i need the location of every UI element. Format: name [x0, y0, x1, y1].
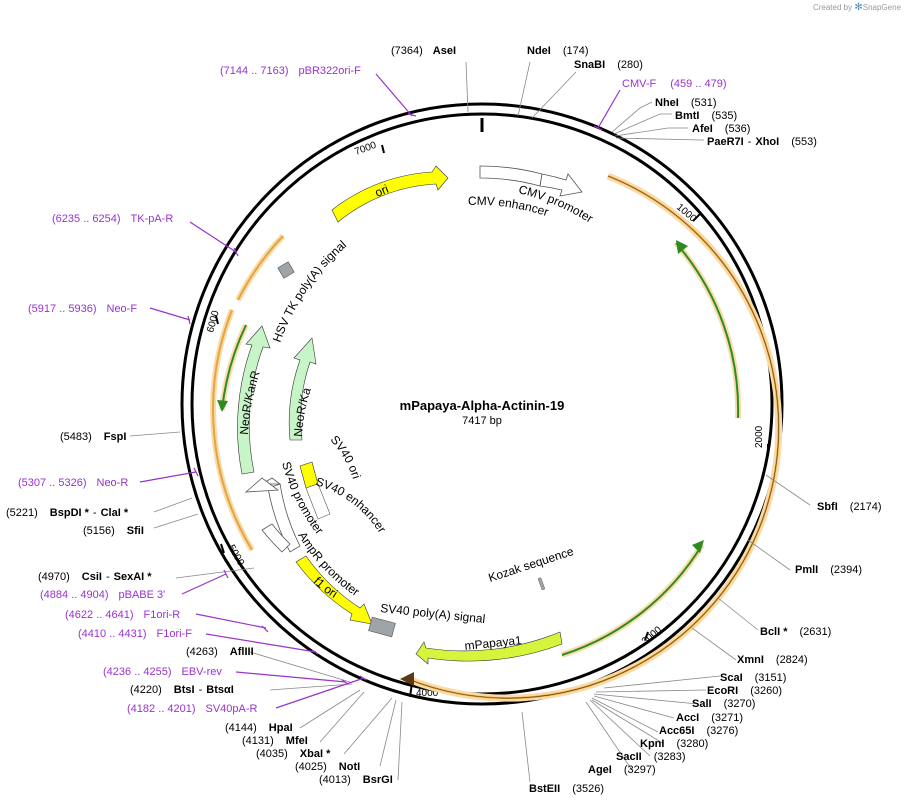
site-xmnI[interactable]: XmnI(2824)	[737, 654, 808, 666]
primer-markers	[139, 73, 621, 709]
feature-kozak-label: Kozak sequence	[487, 544, 576, 585]
primer-cmv-f[interactable]: CMV-F(459 .. 479)	[622, 78, 727, 90]
site-hpaI[interactable]: (4144)HpaI	[225, 722, 293, 734]
site-bstEII[interactable]: BstEII(3526)	[529, 783, 604, 795]
site-pmlI[interactable]: PmlI(2394)	[795, 564, 862, 576]
site-btsI[interactable]: (4220)BtsI-BtsαI	[130, 684, 234, 696]
feature-sv40-ori-label: SV40 ori	[328, 433, 364, 481]
primer-sv40pa-r[interactable]: (4182 .. 4201)SV40pA-R	[127, 703, 258, 715]
site-ndeI[interactable]: NdeI(174)	[527, 45, 589, 57]
site-mfeI[interactable]: (4131)MfeI	[242, 735, 308, 747]
orf-arc-left-halo	[235, 233, 286, 302]
feature-sv40-polya-label: SV40 poly(A) signal	[380, 601, 486, 626]
site-salI[interactable]: SalI(3270)	[692, 698, 755, 710]
feature-ampr-promoter[interactable]	[261, 523, 291, 553]
site-nheI[interactable]: NheI(531)	[655, 97, 717, 109]
site-sbfI[interactable]: SbfI(2174)	[817, 501, 882, 513]
site-bsrGI[interactable]: (4013)BsrGI	[319, 774, 393, 786]
feature-mpapaya[interactable]	[415, 631, 563, 665]
site-afeI[interactable]: AfeI(536)	[692, 123, 750, 135]
primer-pbr322ori-f[interactable]: (7144 .. 7163)pBR322ori-F	[220, 65, 361, 77]
site-scaI[interactable]: ScaI(3151)	[720, 672, 786, 684]
site-snabI[interactable]: SnaBI(280)	[574, 59, 643, 71]
orf-arc-green2-head	[692, 540, 704, 553]
orf-arc-main-head	[400, 672, 414, 686]
primer-neo-r[interactable]: (5307 .. 5326)Neo-R	[18, 477, 128, 489]
site-aflIII[interactable]: (4263)AflIII	[186, 646, 254, 658]
orf-arc-left	[237, 235, 284, 301]
site-sacII[interactable]: SacII(3283)	[616, 751, 685, 763]
orf-arc-green	[675, 242, 740, 419]
feature-f1-ori[interactable]	[295, 555, 373, 625]
plasmid-name: mPapaya-Alpha-Actinin-19	[400, 398, 565, 413]
feature-mpapaya-label: mPapaya1	[464, 633, 523, 653]
backbone-outer	[180, 102, 784, 706]
feature-cmv-promoter[interactable]	[539, 173, 583, 197]
primer-tk-pa-r[interactable]: (6235 .. 6254)TK-pA-R	[52, 213, 173, 225]
site-labels: (7364)AseI NdeI(174) SnaBI(280) NheI(531…	[6, 45, 882, 795]
plasmid-length: 7417 bp	[462, 415, 502, 427]
feature-cmv-enhancer[interactable]	[479, 165, 543, 187]
orf-arc-left2	[212, 309, 253, 551]
ruler-label-2000: 2000	[754, 425, 765, 448]
primer-f1ori-r[interactable]: (4622 .. 4641)F1ori-R	[65, 609, 180, 621]
site-sfiI[interactable]: (5156)SfiI	[83, 525, 144, 537]
site-leaders	[129, 61, 811, 783]
feature-sv40-polya[interactable]	[368, 616, 396, 638]
feature-sv40-promoter[interactable]	[260, 477, 301, 553]
primer-ebv-rev[interactable]: (4236 .. 4255)EBV-rev	[103, 666, 222, 678]
snapgene-logo-icon: ✻	[854, 2, 863, 13]
site-paer7i-xhoi[interactable]: PaeR7I-XhoI(553)	[707, 136, 817, 148]
orf-arc-neo-head	[217, 400, 228, 412]
feature-sv40-promoter-head	[244, 477, 280, 493]
orf-arc-main-inner	[407, 175, 779, 699]
site-ecoRI[interactable]: EcoRI(3260)	[707, 685, 782, 697]
site-accI[interactable]: AccI(3271)	[676, 712, 743, 724]
primer-neo-f[interactable]: (5917 .. 5936)Neo-F	[28, 303, 137, 315]
primer-labels: (7144 .. 7163)pBR322ori-F CMV-F(459 .. 4…	[18, 65, 727, 715]
site-fspI[interactable]: (5483)FspI	[60, 431, 126, 443]
site-kpnI[interactable]: KpnI(3280)	[640, 738, 708, 750]
orf-arc-green2	[561, 544, 703, 656]
snapgene-watermark: Created by ✻SnapGene	[812, 2, 901, 13]
site-ageI[interactable]: AgeI(3297)	[588, 764, 656, 776]
feature-hsv-tk-label: HSV TK poly(A) signal	[270, 238, 349, 345]
feature-neokan-outer[interactable]	[237, 325, 271, 475]
primer-pbabe3[interactable]: (4884 .. 4904)pBABE 3'	[40, 589, 165, 601]
site-acc65I[interactable]: Acc65I(3276)	[659, 725, 738, 737]
site-xbaI[interactable]: (4035)XbaI *	[256, 748, 331, 760]
ruler-ticks	[215, 144, 769, 698]
site-notI[interactable]: (4025)NotI	[295, 761, 360, 773]
feature-ori-label: ori	[373, 182, 391, 200]
ruler-label-4000: 4000	[416, 688, 439, 699]
primer-f1ori-f[interactable]: (4410 .. 4431)F1ori-F	[78, 628, 192, 640]
feature-sv40-enhancer[interactable]	[305, 483, 331, 520]
feature-kozak[interactable]	[537, 577, 546, 591]
feature-ori[interactable]	[331, 165, 449, 223]
feature-hsv-tk-polya[interactable]	[277, 261, 295, 279]
orf-arc-green-head	[676, 240, 688, 254]
site-bmtI[interactable]: BmtI(535)	[675, 110, 737, 122]
site-bspDI-claI[interactable]: (5221)BspDI *-ClaI *	[6, 507, 129, 519]
site-bclI[interactable]: BclI *(2631)	[760, 626, 831, 638]
site-aseI[interactable]: (7364)AseI	[391, 45, 456, 57]
site-csiI-sexAI[interactable]: (4970)CsiI-SexAI *	[38, 571, 152, 583]
feature-neokan-inner[interactable]	[288, 337, 317, 441]
